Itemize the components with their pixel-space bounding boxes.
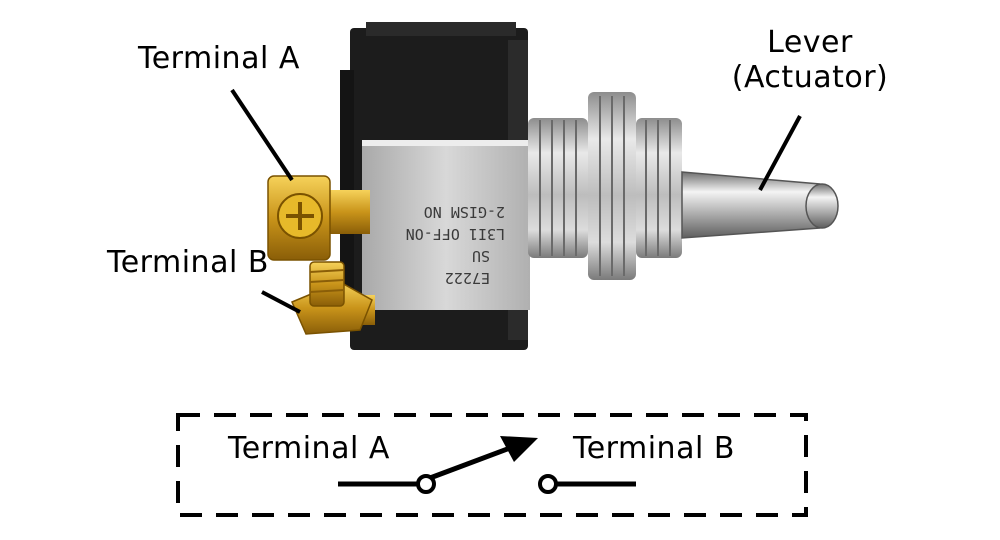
switch-blade [429, 445, 511, 481]
terminal-b-screw [291, 261, 375, 335]
mounting-plate [362, 140, 530, 310]
terminal-a-leader [230, 88, 294, 182]
terminal-b-contact [538, 474, 558, 494]
switch-blade-arrowhead [500, 436, 538, 462]
lever-label-line-2: (Actuator) [731, 59, 889, 95]
terminal-b-leader [261, 290, 301, 314]
threaded-bushing [528, 92, 682, 280]
schematic-dashed-border [176, 413, 808, 517]
schematic-terminal-a-label: Terminal A [228, 431, 390, 466]
terminal-b-label: Terminal B [107, 245, 269, 280]
marking-line-2: SU [472, 247, 490, 265]
lever-leader [758, 115, 802, 191]
marking-line-3: L3I1 OFF-ON [406, 225, 505, 243]
lever-actuator [681, 171, 839, 239]
switch-markings: E7222 SU L3I1 OFF-ON 2-GISM NO [406, 203, 505, 287]
marking-line-1: E7222 [445, 269, 490, 287]
terminal-a-screw [267, 175, 370, 261]
lever-label-line-1: Lever [767, 25, 853, 60]
terminal-a-contact [416, 474, 436, 494]
schematic-terminal-b-label: Terminal B [573, 431, 735, 466]
marking-line-4: 2-GISM NO [424, 203, 505, 221]
terminal-a-label: Terminal A [138, 41, 300, 76]
lever-label: Lever (Actuator) [730, 25, 890, 95]
switch-schematic [176, 413, 808, 517]
